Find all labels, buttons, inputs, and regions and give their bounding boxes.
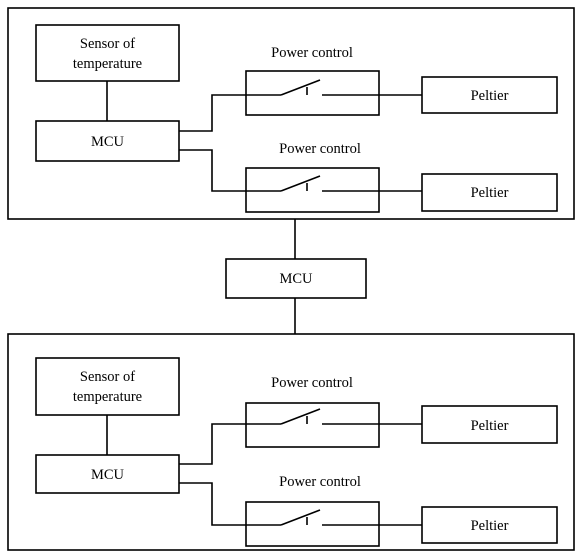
bottom-power-control-box-2 — [245, 501, 380, 547]
bottom-sensor-label-line1: Sensor of — [80, 369, 135, 385]
bottom-mcu-box — [35, 454, 180, 494]
bottom-peltier-label-1: Peltier — [471, 418, 509, 434]
bottom-switch-symbol-2 — [246, 509, 379, 526]
bottom-peltier-label-2: Peltier — [471, 518, 509, 534]
top-mcu-switch1-wire — [179, 94, 246, 132]
top-peltier-label-1: Peltier — [471, 88, 509, 104]
top-sensor-label-line1: Sensor of — [80, 36, 135, 52]
top-power-control-label-2: Power control — [279, 141, 361, 157]
bottom-sensor-box — [35, 357, 180, 416]
central-mcu-label: MCU — [279, 271, 313, 287]
top-sensor-label-line2: temperature — [73, 56, 142, 72]
bottom-mcu-switch1-wire — [179, 423, 246, 465]
bottom-power-control-label-2: Power control — [279, 474, 361, 490]
top-power-control-label-1: Power control — [271, 45, 353, 61]
top-peltier-box-2 — [421, 173, 558, 212]
bottom-peltier-box-1 — [421, 405, 558, 444]
top-switch-symbol-2 — [246, 175, 379, 192]
bottom-switch-symbol-1 — [246, 408, 379, 425]
top-sensor-box — [35, 24, 180, 82]
bottom-mcu-switch2-wire — [179, 482, 246, 526]
top-peltier-box-1 — [421, 76, 558, 114]
top-mcu-switch2-wire — [179, 149, 246, 192]
top-mcu-label: MCU — [91, 134, 125, 150]
top-power-control-box-1 — [245, 70, 380, 116]
bottom-power-control-box-1 — [245, 402, 380, 448]
bottom-peltier-box-2 — [421, 506, 558, 544]
top-peltier-label-2: Peltier — [471, 185, 509, 201]
central-mcu-box — [225, 258, 367, 299]
bottom-power-control-label-1: Power control — [271, 375, 353, 391]
bottom-mcu-label: MCU — [91, 467, 125, 483]
top-power-control-box-2 — [245, 167, 380, 213]
top-mcu-box — [35, 120, 180, 162]
top-switch-symbol-1 — [246, 79, 379, 96]
bottom-sensor-label-line2: temperature — [73, 389, 142, 405]
